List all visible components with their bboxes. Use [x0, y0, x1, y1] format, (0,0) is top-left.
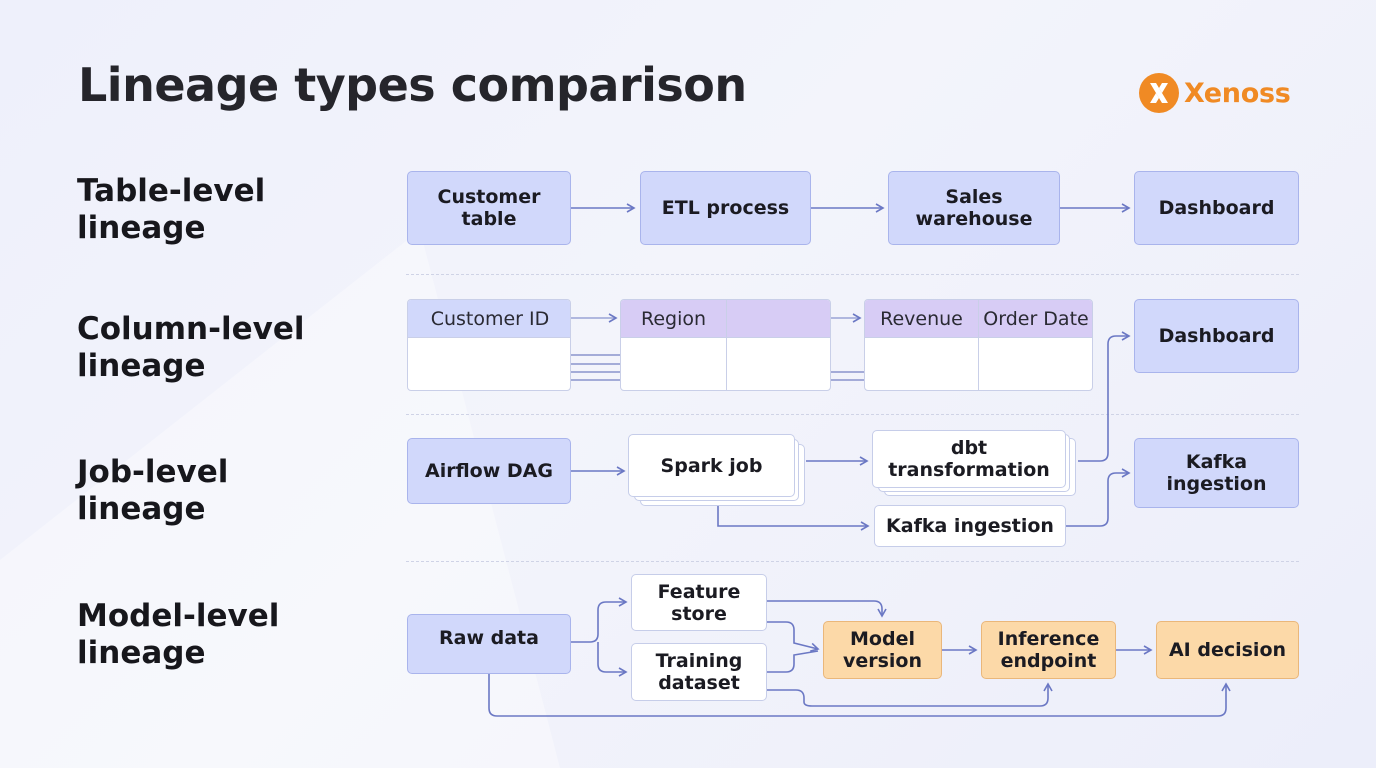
node-raw-data: Raw data [407, 614, 571, 674]
brand-name: Xenoss [1184, 77, 1291, 109]
node-kafka-ingestion-right: Kafka ingestion [1134, 438, 1299, 508]
node-spark-job: Spark job [628, 434, 795, 497]
row-divider [406, 274, 1299, 275]
node-etl-process: ETL process [640, 171, 811, 245]
row-divider [406, 561, 1299, 562]
node-dashboard-table: Dashboard [1134, 171, 1299, 245]
node-training-dataset: Training dataset [631, 643, 767, 701]
column-revenue: Revenue [880, 308, 963, 330]
column-customer-id: Customer ID [408, 300, 570, 338]
node-kafka-ingestion-mid: Kafka ingestion [874, 505, 1066, 547]
column-separator [978, 300, 979, 390]
node-dbt-transformation: dbt transformation [872, 430, 1066, 488]
node-sales-warehouse: Sales warehouse [888, 171, 1060, 245]
xenoss-logo-icon [1139, 73, 1179, 113]
node-model-version: Model version [823, 621, 942, 679]
row-divider [406, 414, 1299, 415]
node-customer-table: Customer table [407, 171, 571, 245]
column-order-date: Order Date [983, 308, 1089, 330]
brand-logo: Xenoss [1138, 72, 1291, 114]
node-inference-endpoint: Inference endpoint [981, 621, 1116, 679]
column-separator [726, 300, 727, 390]
node-feature-store: Feature store [631, 574, 767, 631]
column-table-customer: Customer ID [407, 299, 571, 391]
column-table-region: Region [620, 299, 831, 391]
column-region: Region [621, 300, 830, 338]
page-title: Lineage types comparison [78, 58, 747, 112]
node-dashboard-column: Dashboard [1134, 299, 1299, 373]
node-ai-decision: AI decision [1156, 621, 1299, 679]
column-table-revenue: Revenue Order Date [864, 299, 1093, 391]
node-airflow-dag: Airflow DAG [407, 438, 571, 504]
